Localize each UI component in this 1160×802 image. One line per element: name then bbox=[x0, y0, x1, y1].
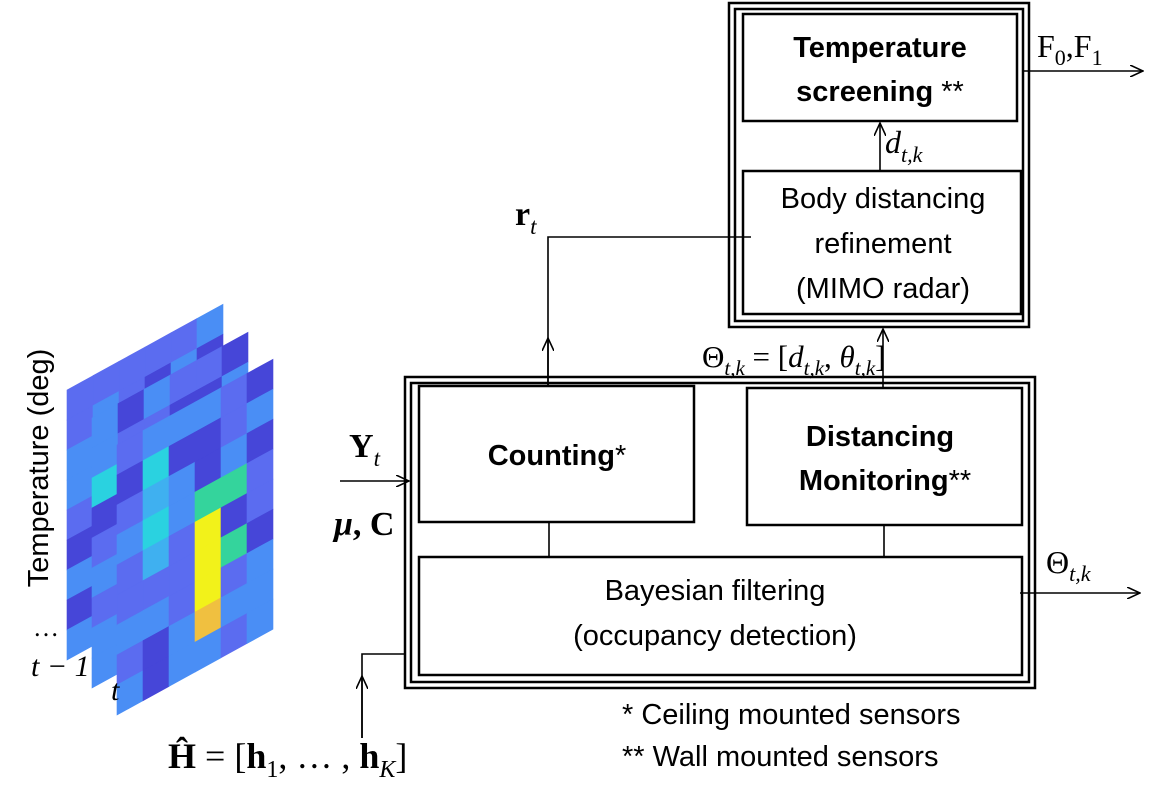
thermal-heatmap-stack: Temperature (deg) … t − 1 t bbox=[23, 303, 274, 716]
r-t-label: rt bbox=[515, 196, 537, 239]
counting-block: Counting* bbox=[417, 384, 696, 524]
connectors bbox=[340, 71, 1143, 738]
temperature-screening-line2: screening ** bbox=[796, 76, 964, 108]
counting-rt-arrow bbox=[547, 236, 751, 385]
heatmap-frame bbox=[116, 358, 274, 716]
distancing-monitoring-line1: Distancing bbox=[806, 421, 954, 453]
body-distancing-line2: refinement bbox=[814, 228, 951, 260]
theta-output-label: Θt,k bbox=[1046, 544, 1092, 586]
processing-unit bbox=[403, 375, 1037, 690]
theta-vector-label: Θt,k = [dt,k, θt,k] bbox=[702, 339, 885, 380]
mu-C-label: μ, C bbox=[332, 506, 394, 543]
bayesian-filtering-line2: (occupancy detection) bbox=[573, 620, 857, 652]
signal-labels: F0,F1 dt,k rt Θt,k = [dt,k, θt,k] Θt,k Y… bbox=[168, 28, 1103, 783]
body-distancing-block: Body distancing refinement (MIMO radar) bbox=[741, 169, 1023, 316]
distancing-monitoring-block: Distancing Monitoring** bbox=[745, 386, 1024, 527]
counting-label: Counting* bbox=[488, 440, 627, 472]
frame-label-prev: t − 1 bbox=[31, 650, 90, 683]
temperature-screening-block: Temperature screening ** bbox=[741, 12, 1019, 123]
radar-thermal-unit bbox=[727, 1, 1031, 329]
Y-t-label: Yt bbox=[349, 428, 381, 471]
distancing-monitoring-line2: Monitoring** bbox=[799, 465, 971, 497]
H-hat-label: Ĥ = [h1, … , hK] bbox=[168, 736, 407, 783]
d-tk-label: dt,k bbox=[885, 124, 924, 167]
bayesian-filtering-line1: Bayesian filtering bbox=[605, 575, 826, 607]
temperature-screening-line1: Temperature bbox=[793, 32, 967, 64]
body-distancing-line1: Body distancing bbox=[781, 183, 986, 215]
note-wall: ** Wall mounted sensors bbox=[622, 741, 938, 773]
frame-ellipsis: … bbox=[33, 613, 59, 642]
note-ceiling: * Ceiling mounted sensors bbox=[622, 699, 961, 731]
bayesian-filtering-block: Bayesian filtering (occupancy detection) bbox=[417, 555, 1024, 677]
heatmap-ylabel: Temperature (deg) bbox=[23, 349, 55, 588]
heatmap-cell bbox=[246, 598, 274, 645]
body-distancing-line3: (MIMO radar) bbox=[796, 273, 970, 305]
H-input-arrow bbox=[361, 653, 406, 738]
frame-label-curr: t bbox=[111, 674, 120, 707]
output-F-label: F0,F1 bbox=[1037, 28, 1103, 70]
sensor-notes: * Ceiling mounted sensors ** Wall mounte… bbox=[622, 699, 961, 773]
